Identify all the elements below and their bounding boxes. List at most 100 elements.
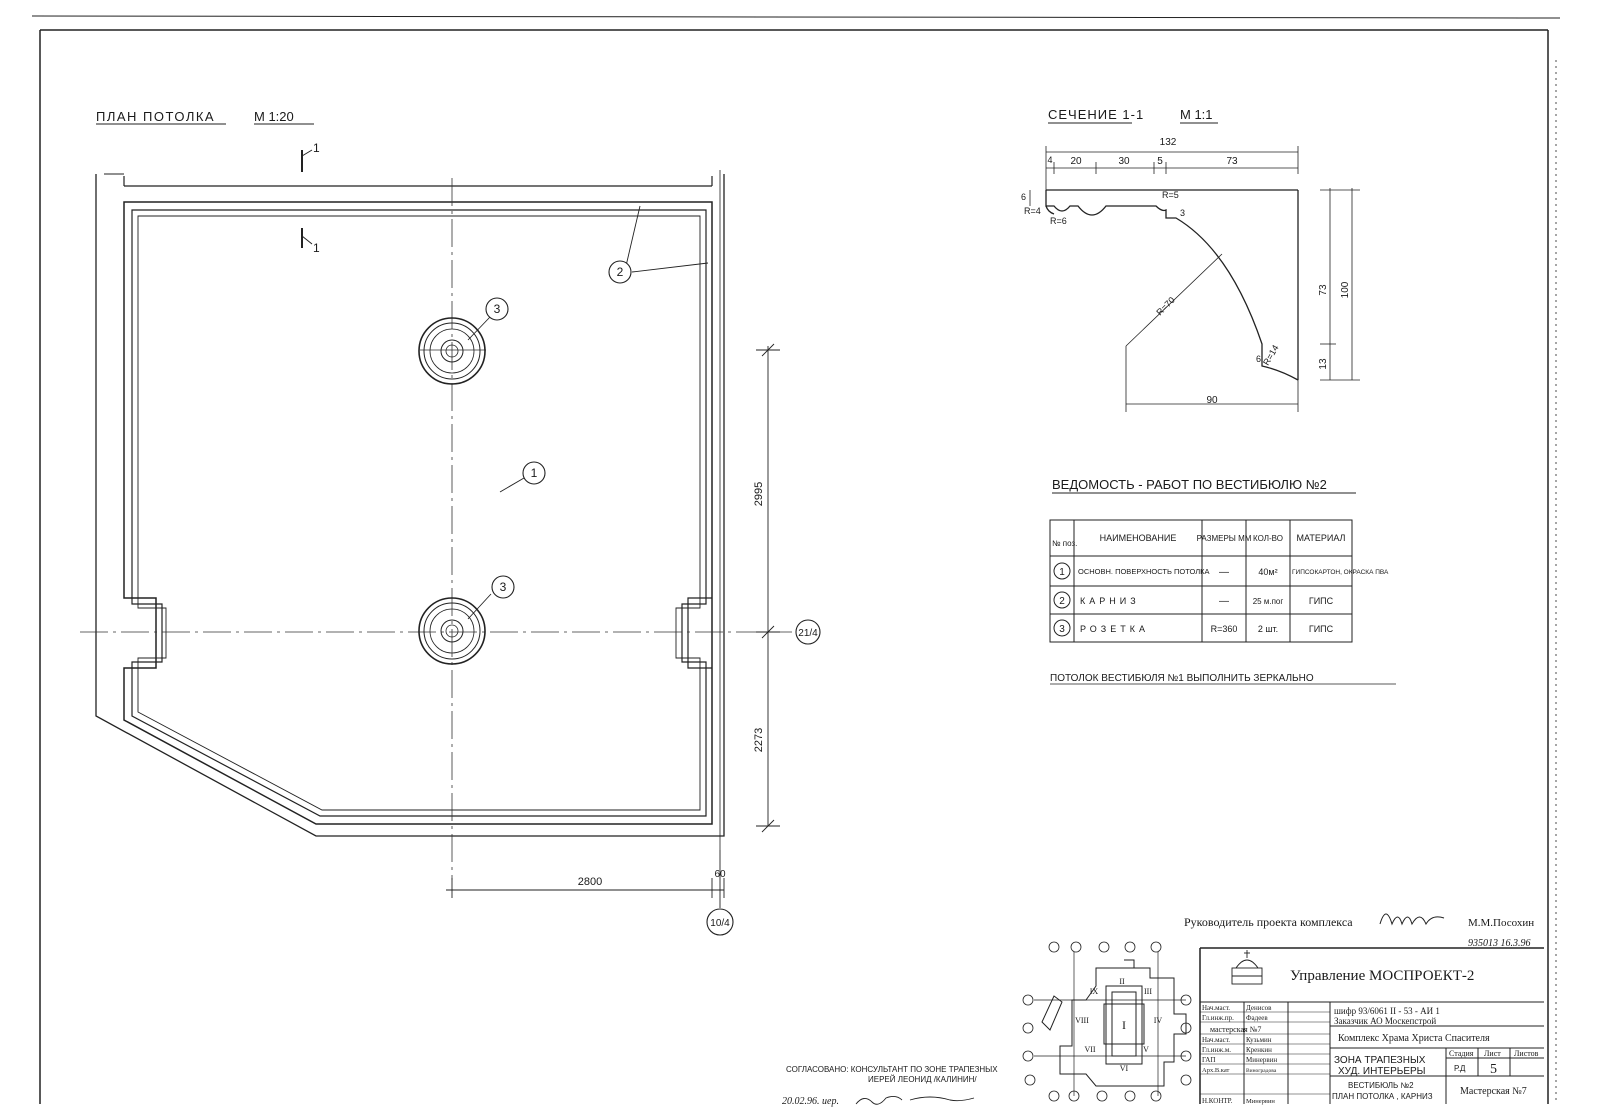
workshop: Мастерская №7 <box>1460 1086 1527 1097</box>
project-lead-signature <box>1379 913 1445 926</box>
dim-small: 60 <box>714 869 726 880</box>
title-block: Руководитель проекта комплекса М.М.Посох… <box>1184 913 1544 1105</box>
staff-role-3: Нач.маст. <box>1202 1036 1230 1044</box>
staff-name-2: Фадеев <box>1246 1014 1268 1022</box>
zone-line2: ХУД. ИНТЕРЬЕРЫ <box>1338 1066 1426 1077</box>
staff-name-5: Минервин <box>1246 1056 1277 1064</box>
keyplan-room-V: V <box>1143 1045 1149 1054</box>
staff-name-6: Виноградова <box>1246 1068 1277 1074</box>
axis-bubble-bottom <box>706 908 734 936</box>
cipher: шифр 93/6061 II - 53 - АИ 1 <box>1334 1006 1440 1016</box>
section-mark-top <box>301 149 313 172</box>
section-dim-30: 30 <box>1118 156 1130 167</box>
staff-role-4: Гл.инж.м. <box>1202 1046 1231 1054</box>
radius-r4: R=4 <box>1024 206 1041 216</box>
section-dim-73-right: 73 <box>1318 284 1329 296</box>
sheet-number: 5 <box>1490 1062 1497 1077</box>
org-name: Управление МОСПРОЕКТ-2 <box>1290 968 1474 984</box>
section-mark-6: 6 <box>1256 354 1261 364</box>
schedule-row-2: 2 КАРНИЗ — 25 м.пог ГИПС <box>1053 591 1334 609</box>
dim-vertical-upper: 2995 <box>753 482 765 506</box>
staff-name-3: Кузьмин <box>1246 1036 1272 1044</box>
keyplan-room-IX: IX <box>1090 987 1099 996</box>
plan-scale: М 1:20 <box>254 109 294 124</box>
radius-r14: R=14 <box>1261 343 1281 367</box>
section-dim-20: 20 <box>1070 156 1082 167</box>
schedule-cell-material: ГИПС <box>1309 596 1334 606</box>
ceiling-plan: ПЛАН ПОТОЛКА М 1:20 1 1 <box>80 109 821 936</box>
section-dim-73-top: 73 <box>1226 156 1238 167</box>
keyplan-room-I: I <box>1122 1018 1126 1032</box>
callout-label-ceiling: 1 <box>531 466 538 480</box>
approval-date: 20.02.96. иер. <box>782 1096 839 1107</box>
callout-label-rosette-lower: 3 <box>500 580 507 594</box>
approval-line2: ИЕРЕЙ ЛЕОНИД /КАЛИНИН/ <box>868 1075 977 1084</box>
keyplan-room-VII: VII <box>1084 1045 1095 1054</box>
staff-role-1: Нач.маст. <box>1202 1004 1230 1012</box>
section-dim-5: 5 <box>1157 156 1163 167</box>
sheet-border <box>31 15 1561 1104</box>
drawing-line1: ВЕСТИБЮЛЬ №2 <box>1348 1081 1414 1090</box>
schedule-cell-pos: 1 <box>1059 567 1065 578</box>
section-mark-3: 3 <box>1180 208 1185 218</box>
plan-title: ПЛАН ПОТОЛКА <box>96 109 215 124</box>
callout-lines <box>467 205 709 620</box>
section-dim-4: 4 <box>1047 155 1052 165</box>
project-lead-code: 935013 16.3.96 <box>1468 938 1531 949</box>
schedule-cell-pos: 3 <box>1059 624 1065 635</box>
dimension-lines <box>446 343 780 908</box>
rosette-upper <box>418 317 486 385</box>
schedule-cell-qty: 40м² <box>1258 567 1277 577</box>
workshop-sub: мастерская №7 <box>1210 1025 1261 1034</box>
dim-horizontal: 2800 <box>578 876 602 888</box>
section-dim-6: 6 <box>1021 192 1026 202</box>
section-dim-100: 100 <box>1340 281 1351 298</box>
schedule-cell-name: РОЗЕТКА <box>1080 624 1149 634</box>
schedule-cell-material: ГИПСОКАРТОН, ОКРАСКА ПВА <box>1292 569 1389 576</box>
schedule-cell-qty: 2 шт. <box>1258 624 1278 634</box>
section-dim-90: 90 <box>1206 395 1218 406</box>
schedule-cell-name: КАРНИЗ <box>1080 596 1140 606</box>
keyplan-room-II: II <box>1119 977 1125 986</box>
section-dimension-lines <box>1029 146 1360 412</box>
schedule-header-name: НАИМЕНОВАНИЕ <box>1100 533 1177 543</box>
customer: Заказчик АО Москепстрой <box>1334 1016 1436 1026</box>
sheet-label: Лист <box>1484 1049 1501 1058</box>
radius-r6: R=6 <box>1050 216 1067 226</box>
section-mark-label-bottom: 1 <box>313 241 320 255</box>
zone-line1: ЗОНА ТРАПЕЗНЫХ <box>1334 1055 1426 1066</box>
staff-role-2: Гл.инж.пр. <box>1202 1014 1234 1022</box>
section-mark-bottom <box>301 228 313 248</box>
schedule-grid <box>1049 519 1353 643</box>
schedule-header-material: МАТЕРИАЛ <box>1297 533 1346 543</box>
schedule-row-1: 1 ОСНОВН. ПОВЕРХНОСТЬ ПОТОЛКА — 40м² ГИП… <box>1053 562 1389 580</box>
schedule-cell-size: — <box>1219 567 1229 578</box>
schedule-header-pos: № поз. <box>1052 539 1077 548</box>
stage-value: Р.Д <box>1454 1064 1466 1073</box>
room-outline <box>95 170 725 850</box>
keyplan-room-VI: VI <box>1120 1064 1129 1073</box>
keyplan-room-IV: IV <box>1154 1016 1163 1025</box>
staff-name-7: Минервин <box>1246 1098 1275 1105</box>
schedule-cell-material: ГИПС <box>1309 624 1334 634</box>
schedule-cell-qty: 25 м.пог <box>1253 597 1284 606</box>
complex-name: Комплекс Храма Христа Спасителя <box>1338 1033 1490 1044</box>
keyplan-room-VIII: VIII <box>1075 1016 1089 1025</box>
schedule-row-3: 3 РОЗЕТКА R=360 2 шт. ГИПС <box>1053 619 1334 637</box>
section-title: СЕЧЕНИЕ 1-1 <box>1048 107 1144 122</box>
sheets-label: Листов <box>1514 1049 1539 1058</box>
schedule-cell-pos: 2 <box>1059 596 1065 607</box>
staff-role-6: Арх.В.кат <box>1202 1067 1230 1074</box>
schedule-cell-size: R=360 <box>1211 624 1238 634</box>
project-lead-name: М.М.Посохин <box>1468 917 1534 929</box>
axis-bubble-right <box>795 619 821 645</box>
section-scale: М 1:1 <box>1180 107 1213 122</box>
keyplan-room-III: III <box>1144 987 1152 996</box>
work-schedule: ВЕДОМОСТЬ - РАБОТ ПО ВЕСТИБЮЛЮ №2 № поз.… <box>1049 477 1396 685</box>
center-lines <box>80 178 792 880</box>
axis-label-bottom: 10/4 <box>710 918 730 929</box>
schedule-title: ВЕДОМОСТЬ - РАБОТ ПО ВЕСТИБЮЛЮ №2 <box>1052 477 1327 492</box>
section-mark-label-top: 1 <box>313 141 320 155</box>
cornice-profile <box>1045 189 1299 381</box>
